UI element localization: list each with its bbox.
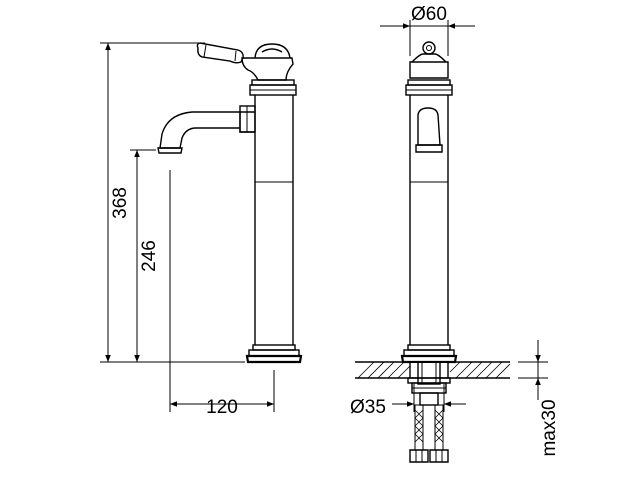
countertop [355, 361, 511, 379]
dim-diameter-hole: Ø35 [350, 397, 386, 418]
dim-deck-max: max30 [539, 399, 560, 456]
dim-diameter-body: Ø60 [411, 4, 447, 25]
dim-reach: 120 [206, 397, 238, 418]
spout [159, 111, 240, 149]
dim-spout-height: 246 [139, 240, 160, 272]
dim-height-total: 368 [110, 187, 131, 219]
front-view [400, 41, 458, 364]
fixing-assembly [407, 361, 451, 463]
front-dimensions [380, 20, 548, 412]
cap-dome [254, 43, 291, 59]
side-dimensions [100, 42, 275, 412]
spout-front [417, 107, 441, 146]
side-view [157, 42, 303, 364]
